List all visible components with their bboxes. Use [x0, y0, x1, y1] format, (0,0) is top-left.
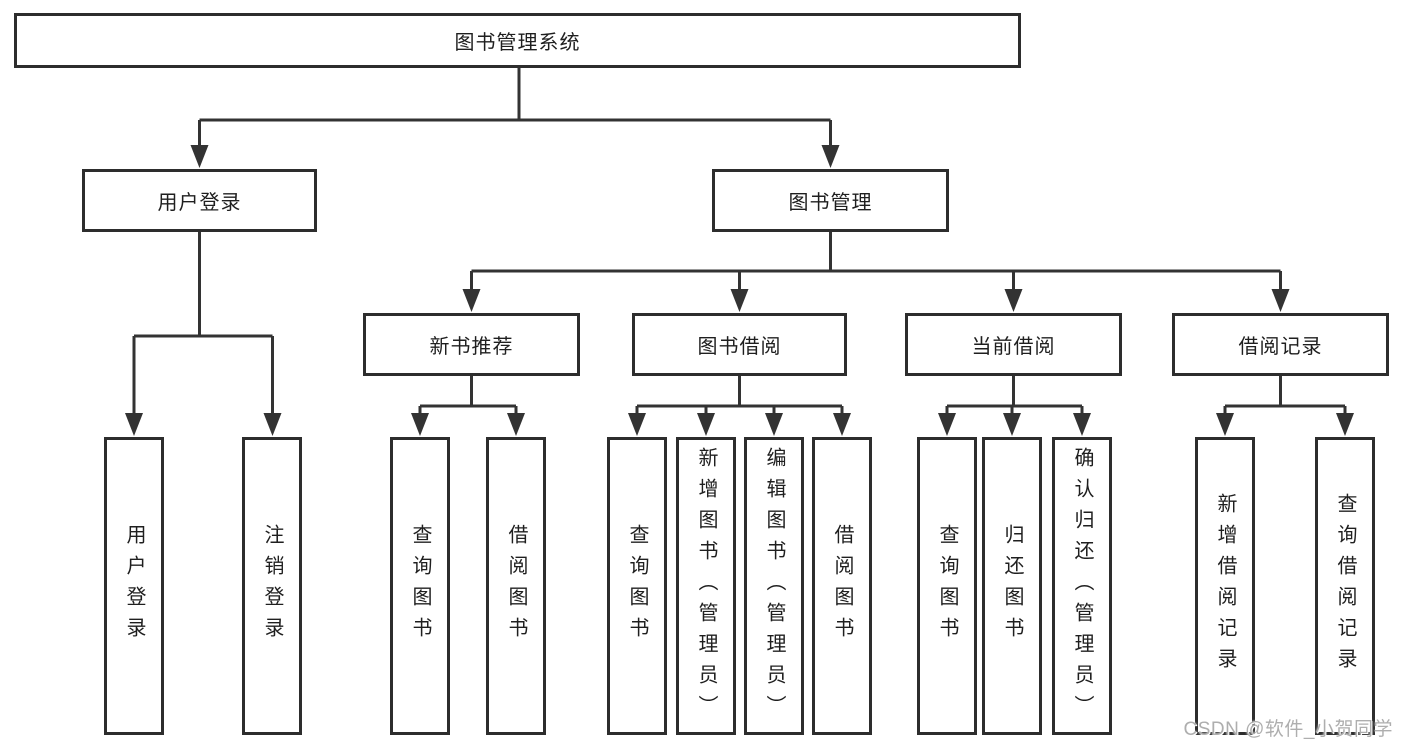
- node-label: 借阅图书: [505, 524, 527, 648]
- node-user-login: 用户登录: [82, 169, 317, 232]
- node-leaf-add-books-admin: 新增图书（管理员）: [676, 437, 736, 735]
- node-label: 新增借阅记录: [1214, 493, 1236, 679]
- connector-root-split: [198, 68, 832, 148]
- connector-borrowing-records-split: [1223, 376, 1347, 416]
- node-book-management: 图书管理: [712, 169, 949, 232]
- node-library-management-system: 图书管理系统: [14, 13, 1021, 68]
- node-label: 图书管理: [788, 192, 873, 214]
- node-label: 查询借阅记录: [1334, 493, 1356, 679]
- node-current-borrowing: 当前借阅: [905, 313, 1122, 376]
- node-leaf-borrow-books-borrowing: 借阅图书: [812, 437, 872, 735]
- node-label: 编辑图书（管理员）: [763, 446, 785, 726]
- node-leaf-logout: 注销登录: [242, 437, 302, 735]
- node-label: 图书借阅: [697, 336, 782, 358]
- node-book-borrowing: 图书借阅: [632, 313, 847, 376]
- node-leaf-user-login: 用户登录: [104, 437, 164, 735]
- node-label: 用户登录: [123, 524, 145, 648]
- node-leaf-return-books: 归还图书: [982, 437, 1042, 735]
- connector-current-borrowing-split: [945, 376, 1084, 416]
- node-label: 查询图书: [626, 524, 648, 648]
- node-label: 查询图书: [409, 524, 431, 648]
- node-leaf-query-borrow-record: 查询借阅记录: [1315, 437, 1375, 735]
- node-leaf-query-books-current: 查询图书: [917, 437, 977, 735]
- node-leaf-confirm-return-admin: 确认归还（管理员）: [1052, 437, 1112, 735]
- node-label: 归还图书: [1001, 524, 1023, 648]
- node-label: 用户登录: [157, 192, 242, 214]
- connector-book-management-split: [470, 232, 1282, 292]
- node-label: 借阅图书: [831, 524, 853, 648]
- watermark-csdn: CSDN @软件_小贺同学: [1183, 719, 1393, 740]
- connector-user-login-split: [132, 232, 274, 416]
- node-new-book-recommend: 新书推荐: [363, 313, 580, 376]
- node-label: 确认归还（管理员）: [1071, 446, 1093, 726]
- node-leaf-add-borrow-record: 新增借阅记录: [1195, 437, 1255, 735]
- node-leaf-query-books-borrowing: 查询图书: [607, 437, 667, 735]
- node-label: 查询图书: [936, 524, 958, 648]
- node-label: 注销登录: [261, 524, 283, 648]
- node-label: 借阅记录: [1238, 336, 1323, 358]
- node-label: 新增图书（管理员）: [695, 446, 717, 726]
- node-label: 图书管理系统: [454, 32, 581, 54]
- node-leaf-query-books-recommend: 查询图书: [390, 437, 450, 735]
- node-leaf-borrow-books-recommend: 借阅图书: [486, 437, 546, 735]
- node-label: 当前借阅: [971, 336, 1056, 358]
- node-leaf-edit-books-admin: 编辑图书（管理员）: [744, 437, 804, 735]
- node-borrowing-records: 借阅记录: [1172, 313, 1389, 376]
- connector-book-borrowing-split: [635, 376, 844, 416]
- node-label: 新书推荐: [429, 336, 514, 358]
- connector-new-book-recommend-split: [418, 376, 518, 416]
